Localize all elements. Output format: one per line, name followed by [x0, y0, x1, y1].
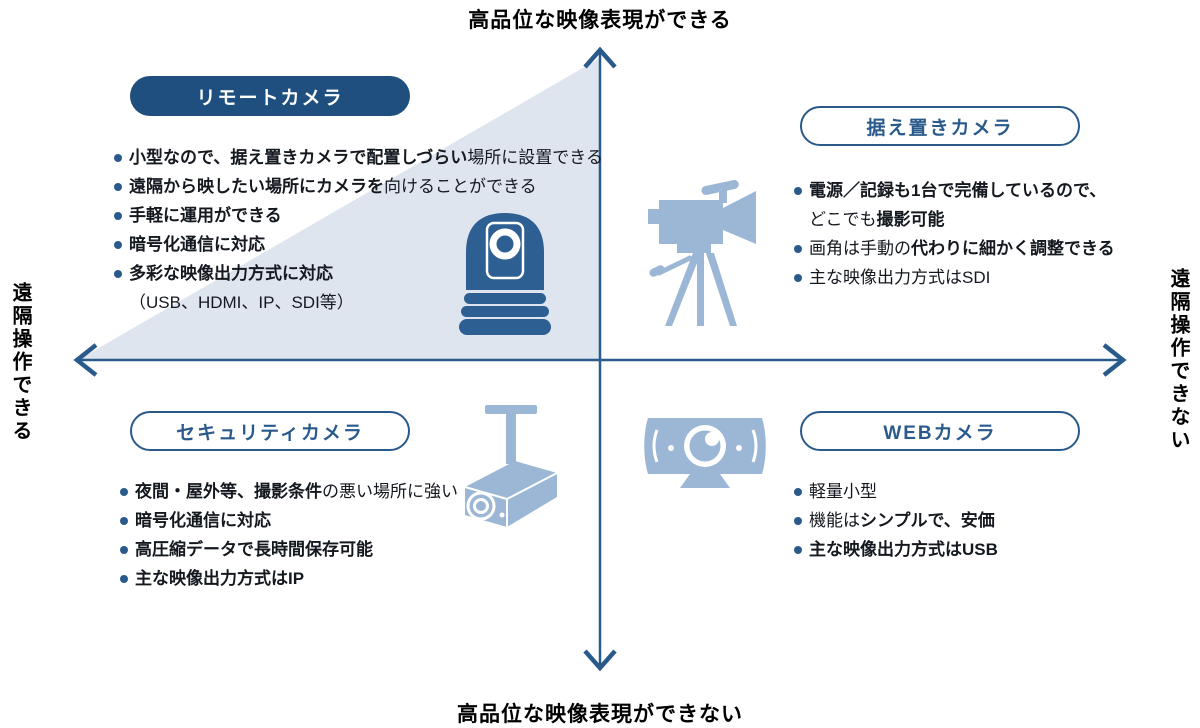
bullet-dot — [120, 487, 128, 496]
arrow-right-icon — [1102, 343, 1127, 377]
axis-label-left: 遠隔操作できる — [9, 282, 31, 443]
feature-item: 主な映像出力方式はSDI — [794, 263, 1115, 292]
pill-text: リモートカメラ — [196, 87, 344, 109]
label-web-camera: WEBカメラ — [800, 411, 1080, 451]
webcam-icon — [644, 418, 766, 488]
tripod-camera-icon — [648, 179, 756, 326]
bullet-dot — [120, 574, 128, 583]
bullet-dot — [794, 545, 802, 554]
feature-item: 主な映像出力方式はUSB — [794, 535, 998, 564]
arrow-down-icon — [583, 649, 617, 672]
bullet-dot — [114, 182, 122, 191]
feature-item: 軽量小型 — [794, 477, 998, 506]
axis-label-bottom: 高品位な映像表現ができない — [457, 703, 743, 726]
security-camera-features: 夜間・屋外等、撮影条件の悪い場所に強い暗号化通信に対応高圧縮データで長時間保存可… — [120, 477, 458, 593]
bullet-dot — [794, 273, 802, 282]
feature-item: 小型なので、据え置きカメラで配置しづらい場所に設置できる — [114, 143, 603, 172]
feature-item: 暗号化通信に対応 — [114, 230, 603, 259]
pill-text: 据え置きカメラ — [866, 117, 1014, 139]
bullet-dot — [794, 487, 802, 496]
bullet-dot — [114, 153, 122, 162]
label-security-camera: セキュリティカメラ — [130, 411, 410, 451]
feature-item: どこでも撮影可能 — [809, 210, 945, 229]
bullet-dot — [794, 244, 802, 253]
fixed-camera-features: 電源／記録も1台で完備しているので、どこでも撮影可能画角は手動の代わりに細かく調… — [794, 176, 1115, 292]
security-camera-icon — [464, 405, 558, 527]
bullet-dot — [114, 240, 122, 249]
feature-item: 電源／記録も1台で完備しているので、 — [794, 176, 1115, 205]
axis-label-top: 高品位な映像表現ができる — [468, 9, 732, 32]
pill-text: セキュリティカメラ — [176, 422, 364, 444]
web-camera-features: 軽量小型機能はシンプルで、安価主な映像出力方式はUSB — [794, 477, 998, 564]
axis-label-right: 遠隔操作できない — [1167, 268, 1189, 452]
feature-item: 主な映像出力方式はIP — [120, 564, 458, 593]
label-fixed-camera: 据え置きカメラ — [800, 106, 1080, 146]
pill-text: WEBカメラ — [883, 422, 997, 444]
bullet-dot — [794, 186, 802, 195]
bullet-dot — [114, 211, 122, 220]
feature-item: 機能はシンプルで、安価 — [794, 506, 998, 535]
arrow-up-icon — [583, 46, 617, 69]
label-remote-camera: リモートカメラ — [130, 76, 410, 116]
feature-item: 手軽に運用ができる — [114, 201, 603, 230]
remote-camera-features: 小型なので、据え置きカメラで配置しづらい場所に設置できる遠隔から映したい場所にカ… — [114, 143, 603, 317]
feature-item: 暗号化通信に対応 — [120, 506, 458, 535]
bullet-dot — [794, 516, 802, 525]
arrow-left-icon — [73, 343, 98, 377]
bullet-dot — [114, 269, 122, 278]
ptz-camera-icon — [459, 213, 551, 335]
feature-item: 高圧縮データで長時間保存可能 — [120, 535, 458, 564]
feature-item: 多彩な映像出力方式に対応 — [114, 259, 603, 288]
feature-item: 画角は手動の代わりに細かく調整できる — [794, 234, 1115, 263]
feature-item: （USB、HDMI、IP、SDI等） — [129, 293, 354, 312]
feature-item: 遠隔から映したい場所にカメラを向けることができる — [114, 172, 603, 201]
bullet-dot — [120, 516, 128, 525]
bullet-dot — [120, 545, 128, 554]
feature-item: 夜間・屋外等、撮影条件の悪い場所に強い — [120, 477, 458, 506]
